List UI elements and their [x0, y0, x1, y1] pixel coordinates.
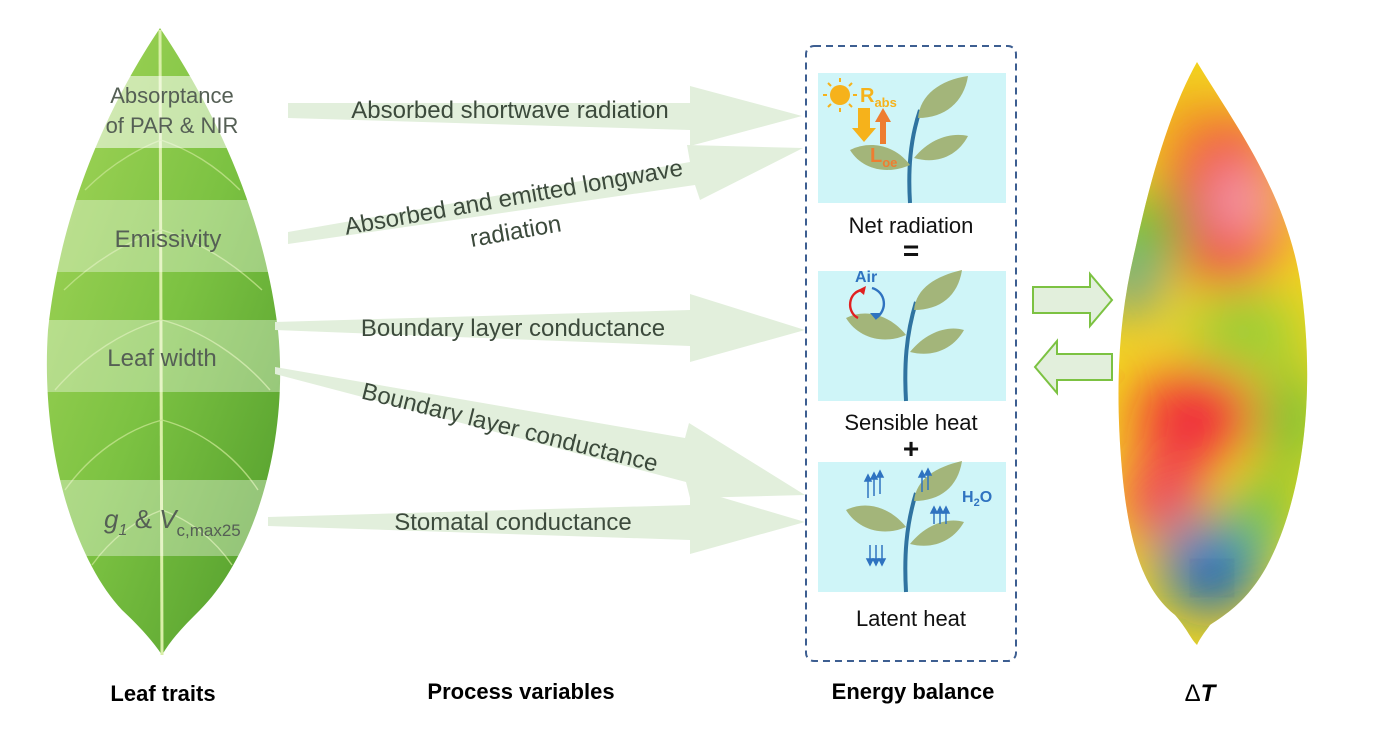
plant-leaf-right-top [914, 270, 962, 310]
heat-red-topleft [1160, 95, 1210, 165]
t-symbol: T [1201, 680, 1218, 707]
process-arrows [268, 86, 805, 554]
right-arrow-icon [1032, 271, 1114, 329]
panel-latent-heat: H2O [818, 461, 1006, 593]
trait-leaf-width: Leaf width [107, 345, 216, 372]
label-absorbed-shortwave: Absorbed shortwave radiation [351, 97, 669, 124]
heat-green-left [1118, 190, 1185, 270]
l-subscript: oe [882, 155, 897, 170]
arrow-longwave [288, 145, 803, 244]
arrow-boundary-1 [275, 294, 805, 362]
band-absorptance [40, 76, 290, 148]
arrow-stomatal [268, 488, 805, 554]
plant-stem [903, 301, 918, 402]
plant-leaf-right-low [910, 520, 964, 546]
label-r-abs: Rabs [860, 85, 897, 110]
plant-stem [903, 492, 918, 593]
plant-leaf-left [850, 145, 910, 170]
sun-rays [823, 78, 857, 112]
trait-ampersand: & [127, 504, 159, 534]
panel-latent-heat-bg [818, 462, 1006, 592]
plant-leaf-right-low [910, 328, 964, 354]
plant-stem [907, 109, 922, 204]
heat-hot-spot [1215, 165, 1265, 235]
arrow-boundary-2 [275, 367, 805, 498]
air-arrow-blue-head [870, 313, 880, 320]
air-circulation-red [849, 288, 863, 320]
trait-absorptance-line1: Absorptance [110, 83, 234, 108]
column-label-energy-balance: Energy balance [832, 679, 995, 704]
label-air: Air [855, 269, 877, 286]
panel-net-radiation: Rabs Loe [818, 73, 1006, 204]
trait-vc-symbol: V [159, 504, 179, 534]
label-boundary-layer-1: Boundary layer conductance [361, 315, 665, 342]
sun-icon [830, 85, 850, 105]
arrow-shortwave [288, 86, 802, 146]
trait-vc-subscript: c,max25 [177, 521, 241, 540]
plant-leaf-right-top [914, 461, 962, 501]
label-sensible-heat: Sensible heat [844, 410, 977, 435]
air-circulation-blue [871, 286, 885, 319]
air-arrow-red-head [858, 286, 866, 295]
r-subscript: abs [874, 95, 896, 110]
trait-emissivity: Emissivity [115, 226, 222, 253]
equals-sign: = [903, 235, 919, 266]
heat-green-right [1265, 365, 1308, 475]
plant-leaf-right-low [914, 134, 968, 161]
label-stomatal: Stomatal conductance [394, 509, 631, 536]
h2o-subscript: 2 [974, 497, 980, 509]
leaf-veins [54, 139, 271, 566]
trait-g1-subscript: 1 [118, 522, 127, 539]
green-leaf [40, 28, 290, 656]
plant-leaf-left [846, 505, 906, 532]
band-leaf-width [40, 320, 290, 392]
column-label-delta-t: ΔT [1185, 680, 1218, 707]
trait-g1-vcmax: g1 & Vc,max25 [104, 504, 241, 540]
heat-red-lower [1125, 455, 1205, 545]
plus-sign: + [903, 433, 919, 464]
label-l-oe: Loe [870, 145, 897, 170]
down-arrow-icon [852, 108, 876, 142]
heat-green-lower [1235, 480, 1295, 540]
delta-symbol: Δ [1185, 680, 1201, 707]
band-emissivity [40, 200, 290, 272]
l-symbol: L [870, 145, 882, 167]
r-symbol: R [860, 85, 875, 107]
heat-core-cold [1198, 566, 1226, 590]
band-g1 [40, 480, 290, 556]
plant-leaf-right-top [918, 76, 968, 118]
column-label-leaf-traits: Leaf traits [110, 681, 215, 706]
left-arrow-icon [1033, 338, 1113, 396]
label-h2o: H2O [962, 489, 992, 509]
heat-red-mid [1135, 370, 1255, 460]
o-symbol: O [980, 489, 992, 506]
panel-sensible-heat: Air [818, 269, 1006, 402]
energy-balance-frame [805, 45, 1017, 662]
h-symbol: H [962, 489, 974, 506]
panel-sensible-heat-bg [818, 271, 1006, 401]
label-latent-heat: Latent heat [856, 606, 966, 631]
label-net-radiation: Net radiation [849, 213, 974, 238]
water-vapor-arrows [863, 467, 951, 567]
leaf-blade [46, 28, 281, 655]
temperature-map-leaf [1118, 62, 1308, 645]
column-label-process-variables: Process variables [427, 679, 614, 704]
plant-leaf-left [846, 313, 906, 340]
trait-absorptance-line2: of PAR & NIR [106, 113, 239, 138]
heat-green-mid [1190, 295, 1300, 365]
trait-g1-symbol: g [104, 504, 119, 534]
up-arrow-icon [875, 108, 891, 144]
